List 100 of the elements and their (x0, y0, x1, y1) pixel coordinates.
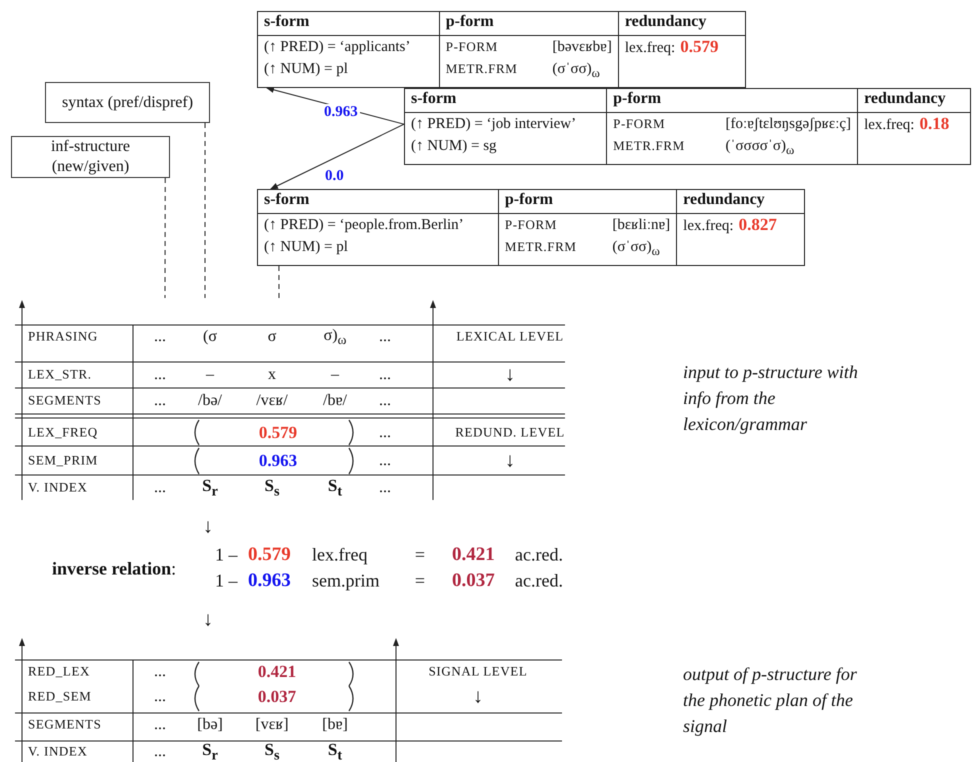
formula-text: 1 – (215, 570, 238, 592)
column-header: s-form (264, 13, 310, 30)
formula-value: 0.963 (248, 570, 291, 592)
ellipsis: ... (379, 424, 391, 442)
annotation-text: output of p-structure for the phonetic plan of the signal (683, 662, 858, 738)
down-arrow-symbol: ↓ (473, 686, 483, 708)
row-heading: V. INDEX (28, 480, 88, 496)
down-arrow-symbol: ↓ (203, 516, 213, 538)
formula-text: sem.prim (312, 570, 380, 592)
frequency-label: lex.freq: (624, 40, 676, 56)
syllable-text: (σ (203, 328, 217, 346)
ellipsis: ... (379, 452, 391, 470)
formula-value: 0.037 (452, 570, 495, 592)
segment-text: [bɐ] (322, 716, 348, 734)
feature-equation: (↑ NUM) = pl (264, 238, 349, 257)
column-header: p-form (446, 13, 494, 30)
arrow (270, 124, 404, 190)
formula-text: 1 – (215, 544, 238, 566)
formula-heading: inverse relation: (52, 558, 176, 580)
ellipsis: ... (379, 328, 391, 346)
ellipsis: ... (154, 478, 166, 498)
feature-equation: (↑ NUM) = pl (264, 60, 349, 79)
feature-table (257, 189, 805, 266)
priming-value: 0.963 (258, 451, 298, 471)
attribute-name: P-FORM (504, 216, 558, 234)
feature-equation: (↑ NUM) = sg (411, 137, 498, 156)
attribute-name: METR.FRM (613, 137, 685, 155)
attribute-name: P-FORM (613, 115, 666, 133)
annotation-text: input to p-structure with info from the lexicon/grammar (683, 360, 859, 436)
ellipsis: ... (154, 742, 166, 762)
attribute-value: [foːɐʃtɛlʊŋsgəʃpʁɛːç] (726, 115, 852, 134)
frequency-value: 0.579 (680, 37, 718, 56)
column-header: redundancy (683, 191, 765, 208)
ellipsis: ... (154, 662, 166, 682)
row-heading: PHRASING (28, 330, 98, 344)
feature-table (257, 11, 746, 88)
index-symbol: S$_{r}$ (202, 740, 218, 762)
dashed-line (278, 266, 280, 300)
row-heading: RED_SEM (28, 690, 92, 704)
row-heading: V. INDEX (28, 744, 88, 760)
stress-mark: – (206, 366, 214, 384)
ellipsis: ... (154, 716, 166, 734)
column-header: s-form (411, 90, 456, 107)
level-label: REDUND. LEVEL (455, 426, 565, 440)
down-arrow-symbol: ↓ (505, 364, 515, 386)
stress-mark: x (268, 366, 276, 384)
down-arrow-symbol: ↓ (203, 608, 213, 632)
ellipsis: ... (379, 478, 391, 498)
formula-text: lex.freq (312, 544, 368, 566)
segment-text: [vɛʁ] (255, 716, 289, 734)
down-arrow-symbol: ↓ (505, 450, 515, 472)
formula-text: ac.red. (515, 570, 563, 592)
formula-value: 0.421 (452, 544, 495, 566)
frequency-label: lex.freq: (864, 117, 914, 133)
equals-sign: = (414, 570, 426, 592)
feature-equation: (↑ PRED) = ‘people.from.Berlin’ (264, 216, 465, 235)
reduction-value: 0.037 (258, 687, 296, 707)
row-heading: LEX_STR. (28, 368, 92, 382)
column-header: p-form (504, 191, 553, 208)
equals-sign: = (414, 544, 426, 566)
segment-text: [bə] (197, 716, 223, 734)
attribute-value: (σˈσσ)$_{ω}$ (552, 60, 601, 82)
module-box: inf-structure (new/given) (11, 136, 170, 178)
ellipsis: ... (379, 366, 391, 384)
attribute-value: [bɛʁliːnɐ] (612, 216, 670, 235)
index-symbol: S$_{t}$ (328, 740, 342, 762)
index-symbol: S$_{r}$ (202, 476, 218, 500)
attribute-name: METR.FRM (504, 238, 577, 256)
segment-text: /bɐ/ (323, 392, 347, 410)
frequency-value: 0.579 (258, 423, 298, 443)
frequency-value: 0.827 (738, 215, 777, 234)
row-heading: SEGMENTS (28, 718, 102, 732)
syllable-text: σ (268, 328, 276, 346)
dashed-line (164, 178, 166, 298)
feature-equation: (↑ PRED) = ‘applicants’ (264, 38, 412, 57)
column-header: s-form (264, 191, 310, 208)
attribute-value: (σˈσσ)$_{ω}$ (612, 238, 661, 260)
ellipsis: ... (154, 366, 166, 384)
frequency-value: 0.18 (919, 114, 950, 133)
ellipsis: ... (154, 328, 166, 346)
attribute-value: [bəvɛʁbɐ] (552, 38, 612, 57)
ellipsis: ... (154, 392, 166, 410)
formula-value: 0.579 (248, 544, 291, 566)
index-symbol: S$_{t}$ (328, 476, 342, 500)
column-header: redundancy (864, 90, 946, 107)
ellipsis: ... (379, 392, 391, 410)
formula-text: ac.red. (515, 544, 563, 566)
attribute-name: P-FORM (446, 38, 499, 56)
row-heading: LEX_FREQ (28, 426, 98, 440)
feature-table (404, 88, 971, 165)
index-symbol: S$_{s}$ (264, 740, 280, 762)
row-heading: SEGMENTS (28, 394, 102, 408)
column-header: redundancy (624, 13, 706, 30)
segment-text: /bə/ (198, 392, 222, 410)
level-label: LEXICAL LEVEL (456, 330, 564, 344)
feature-equation: (↑ PRED) = ‘job interview’ (411, 115, 578, 134)
segment-text: /vɛʁ/ (256, 392, 288, 410)
reduction-value: 0.421 (258, 662, 296, 682)
syllable-text: σ)$_{ω}$ (324, 326, 346, 348)
attribute-name: METR.FRM (446, 60, 518, 78)
